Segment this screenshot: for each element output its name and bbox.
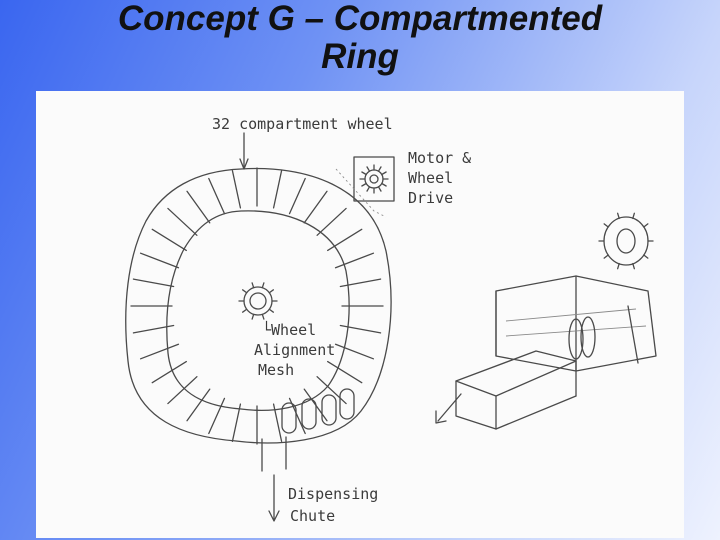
ring-outer-outline xyxy=(125,167,392,444)
gear-tooth xyxy=(361,182,367,187)
label-alignment-3: Mesh xyxy=(258,361,294,379)
compartment-divider xyxy=(334,343,375,360)
compartment-slot xyxy=(568,318,584,360)
compartment-divider xyxy=(151,360,187,384)
label-compartment-wheel: 32 compartment wheel xyxy=(212,115,393,133)
compartment-divider xyxy=(132,278,175,288)
gear-tooth xyxy=(643,254,649,259)
alignment-gear-icon xyxy=(238,282,278,320)
compartment-divider xyxy=(186,388,211,422)
compartment-divider xyxy=(327,360,363,384)
arrow-head-icon xyxy=(239,158,249,170)
gear-tooth xyxy=(268,308,275,313)
compartment-divider xyxy=(151,228,187,252)
compartment-divider xyxy=(272,170,283,209)
gear-tooth xyxy=(617,262,620,270)
compartment-divider xyxy=(303,190,328,224)
opening xyxy=(339,388,355,420)
drive-mesh-line xyxy=(335,168,387,218)
isometric-sketch xyxy=(435,212,657,430)
gear-tooth xyxy=(268,289,275,294)
compartment-divider xyxy=(288,177,306,215)
dispensing-openings xyxy=(281,388,355,434)
housing-edge xyxy=(627,305,639,364)
gear-tooth xyxy=(261,282,265,289)
compartment-slot xyxy=(580,316,596,358)
compartment-divider xyxy=(167,207,198,236)
compartment-divider xyxy=(208,397,226,435)
housing-guide xyxy=(505,325,647,337)
gear-tooth xyxy=(632,262,635,270)
gear-tooth xyxy=(366,166,371,172)
compartment-divider xyxy=(316,207,347,236)
label-motor-2: Wheel xyxy=(408,169,453,187)
gear-tooth xyxy=(603,254,609,259)
gear-tooth xyxy=(617,212,620,220)
label-motor-3: Drive xyxy=(408,189,453,207)
compartment-divider xyxy=(272,403,283,442)
compartment-divider xyxy=(339,278,382,288)
label-chute-2: Chute xyxy=(290,507,335,525)
ring-inner-outline xyxy=(166,210,350,412)
label-motor-1: Motor & xyxy=(408,149,471,167)
title-line-2: Ring xyxy=(321,37,399,76)
compartment-dividers xyxy=(130,167,384,445)
gear-tooth xyxy=(603,223,609,228)
chute-box-edge xyxy=(495,395,577,430)
motor-gear-icon xyxy=(353,156,395,202)
sketch-drawing: 32 compartment wheel Motor & Wheel Drive… xyxy=(125,115,657,525)
compartment-divider xyxy=(316,376,347,405)
gear-tooth xyxy=(643,223,649,228)
compartment-divider xyxy=(139,252,180,269)
compartment-divider xyxy=(231,403,242,442)
gear-tooth xyxy=(377,166,382,172)
compartment-divider xyxy=(231,170,242,209)
concept-sketch: 32 compartment wheel Motor & Wheel Drive… xyxy=(36,91,684,538)
gear-tooth xyxy=(381,171,387,176)
gear-tooth xyxy=(361,171,367,176)
compartment-divider xyxy=(132,324,175,334)
iso-arrow-icon xyxy=(435,410,447,424)
compartment-divider xyxy=(334,252,375,269)
iso-arrow-shaft xyxy=(437,393,462,422)
gear-tooth xyxy=(241,308,248,313)
gear-tooth xyxy=(377,186,382,192)
label-chute-1: Dispensing xyxy=(288,485,378,503)
opening xyxy=(301,398,317,430)
chute-arrow-icon xyxy=(268,510,280,522)
compartment-divider xyxy=(167,376,198,405)
opening xyxy=(281,402,297,434)
gear-tooth xyxy=(632,212,635,220)
compartment-divider xyxy=(186,190,211,224)
slide-title: Concept G – Compartmented Ring xyxy=(0,0,720,76)
label-alignment-2: Alignment xyxy=(254,341,335,359)
gear-tooth xyxy=(366,186,371,192)
housing-guide xyxy=(505,308,637,322)
gear-tooth xyxy=(381,182,387,187)
gear-tooth xyxy=(241,289,248,294)
compartment-divider xyxy=(339,324,382,334)
compartment-divider xyxy=(139,343,180,360)
label-alignment-1: └Wheel xyxy=(262,320,316,339)
compartment-divider xyxy=(327,228,363,252)
gear-tooth xyxy=(251,282,255,289)
gear-tooth xyxy=(261,313,265,320)
compartment-divider xyxy=(208,177,226,215)
gear-tooth xyxy=(251,313,255,320)
opening xyxy=(321,394,337,426)
title-line-1: Concept G – Compartmented xyxy=(117,0,603,38)
isometric-gear-icon xyxy=(598,212,654,270)
chute-box-side xyxy=(455,380,497,430)
compartment-ring xyxy=(125,167,392,445)
chute-box-top xyxy=(455,350,577,397)
